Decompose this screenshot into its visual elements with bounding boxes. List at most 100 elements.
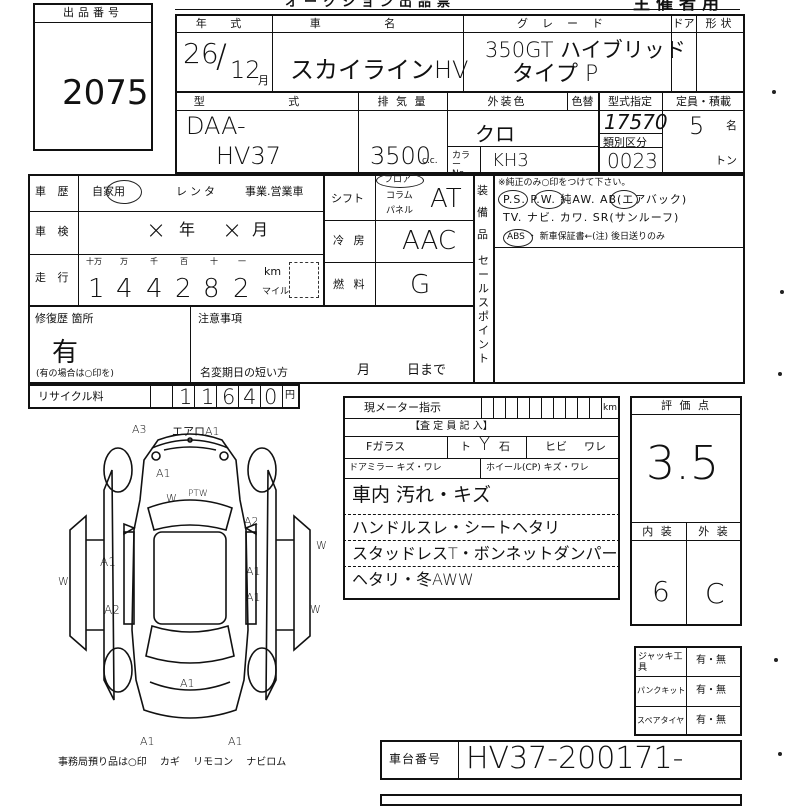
meter-label: 現メーター指示 xyxy=(364,401,441,414)
shape-label: 形状 xyxy=(705,17,736,30)
mile-check xyxy=(289,262,319,298)
mark-ptw: PTW xyxy=(188,489,208,499)
lot-number: 2075 xyxy=(62,73,149,113)
fuel-value: G xyxy=(410,270,431,300)
chassis-value: HV37-200171- xyxy=(466,741,684,776)
exterior-color-label: 外装色 xyxy=(487,95,527,108)
repair-value: 有 xyxy=(52,338,79,368)
sales-point-label: セールスポイント xyxy=(478,254,489,365)
mark-aero-a1: エアロA1 xyxy=(172,425,220,438)
mileage-digit: 1 xyxy=(88,274,105,304)
seats-unit: 名 xyxy=(726,119,737,132)
equip-circle-ps xyxy=(498,190,528,209)
inspector-label: 【査 定 員 記 入】 xyxy=(410,421,493,432)
expiry-day: 日まで xyxy=(407,363,447,378)
capacity-label: 定員・積載 xyxy=(676,95,731,108)
history-opt-rental: レンタ xyxy=(176,185,218,198)
puncture-label: パンクキット xyxy=(637,686,686,695)
jack-yes-no: 有・無 xyxy=(696,655,726,666)
mark-a1-rear-right: A1 xyxy=(228,735,243,748)
inspection-x1: × xyxy=(146,216,167,244)
history-opt-business: 事業.営業車 xyxy=(245,185,304,198)
mark-a1-left: A1 xyxy=(100,555,116,569)
lot-label: 出品番号 xyxy=(63,6,123,19)
shift-label: シフト xyxy=(331,192,364,205)
mileage-digit: 8 xyxy=(203,274,220,304)
model-label: 型 式 xyxy=(193,95,340,108)
yen-label: 円 xyxy=(285,390,295,401)
mirror-label: ドアミラー キズ・ワレ xyxy=(349,463,442,473)
recycle-digit: 4 xyxy=(243,385,257,409)
month-value: 12 xyxy=(230,56,261,84)
owner-label: 主催者用 xyxy=(633,0,725,14)
history-label: 車 歴 xyxy=(35,185,73,198)
vehicle-info-box xyxy=(175,14,745,174)
recycle-digit: 6 xyxy=(222,385,236,409)
mark-w-right: W xyxy=(316,539,327,552)
wheel-label: ホイール(CP) キズ・ワレ xyxy=(486,463,589,473)
recycle-digit: 1 xyxy=(201,385,215,409)
equip-circle-abs xyxy=(503,229,533,247)
mark-w-front: W xyxy=(166,492,177,505)
year-slash: / xyxy=(216,37,227,75)
mark-w-left: W xyxy=(58,575,69,588)
color-swap-label: 色替 xyxy=(571,95,594,108)
cc-label: c.c. xyxy=(422,156,438,166)
header-rule xyxy=(175,9,740,10)
header-title: オークション出品票 xyxy=(285,0,457,10)
place-1: 一 xyxy=(238,257,246,266)
repair-label: 修復歴 箇所 xyxy=(35,312,94,325)
place-1k: 千 xyxy=(150,257,158,266)
inspection-label: 車 検 xyxy=(35,225,73,238)
color-value: クロ xyxy=(475,122,515,146)
type-designation-label: 型式指定 xyxy=(608,95,652,108)
interior-label: 内 装 xyxy=(642,525,674,538)
shift-value: AT xyxy=(430,184,462,214)
puncture-yes-no: 有・無 xyxy=(696,685,726,696)
glass-opt-crack: ヒビ xyxy=(545,440,567,453)
chassis-label: 車台番号 xyxy=(389,752,442,766)
spare-label: スペアタイヤ xyxy=(637,716,685,725)
category-label: 類別区分 xyxy=(603,136,647,149)
mark-a2-left: A2 xyxy=(104,603,120,617)
equipment-line1: P.S. P.W. 純AW. AB(エアバック) xyxy=(503,193,688,206)
mark-a1-rear: A1 xyxy=(180,677,195,690)
year-label: 年 式 xyxy=(195,17,252,30)
speck xyxy=(778,372,782,376)
mark-a1-right: A1 xyxy=(246,565,261,578)
seats-value: 5 xyxy=(689,112,705,140)
category-value: 0023 xyxy=(607,149,658,173)
equip-circle-pw xyxy=(534,190,564,209)
km-unit: km xyxy=(264,265,282,278)
inspection-year: 年 xyxy=(179,220,196,239)
ton-unit: トン xyxy=(715,154,737,167)
mileage-digit: 4 xyxy=(116,274,133,304)
recycle-digit: 0 xyxy=(264,385,278,409)
mark-a1-rear-left: A1 xyxy=(140,735,155,748)
remark-2: ハンドルスレ・シートヘタリ xyxy=(352,518,561,537)
score-label: 評 価 点 xyxy=(661,399,711,412)
fuel-label: 燃 料 xyxy=(333,278,368,291)
remark-3: スタッドレスT・ボンネットダンパー xyxy=(352,544,618,563)
door-label: ドア xyxy=(672,17,695,30)
glass-opt-stone: 石 xyxy=(499,440,510,453)
glass-mark: Y xyxy=(479,434,490,455)
repair-note: (有の場合は○印を) xyxy=(36,369,114,379)
equipment-label: 装備品 xyxy=(477,184,488,241)
year-value: 26 xyxy=(183,37,219,70)
color-code-value: KH3 xyxy=(492,150,529,171)
shift-column: コラム xyxy=(386,191,413,201)
mileage-digit: 4 xyxy=(146,274,163,304)
mileage-label: 走 行 xyxy=(35,271,73,284)
expiry-month: 月 xyxy=(357,363,371,378)
exterior-value: C xyxy=(705,577,725,610)
ac-label: 冷 房 xyxy=(333,234,368,247)
mileage-digit: 2 xyxy=(175,274,192,304)
grade-line1: 350GT ハイブリッド xyxy=(485,38,686,62)
speck xyxy=(772,90,776,94)
model-line2: HV37 xyxy=(216,142,282,170)
speck xyxy=(778,752,782,756)
recycle-digit: 1 xyxy=(179,385,193,409)
inspection-month: 月 xyxy=(252,220,269,239)
car-name-value: スカイラインHV xyxy=(290,56,469,84)
